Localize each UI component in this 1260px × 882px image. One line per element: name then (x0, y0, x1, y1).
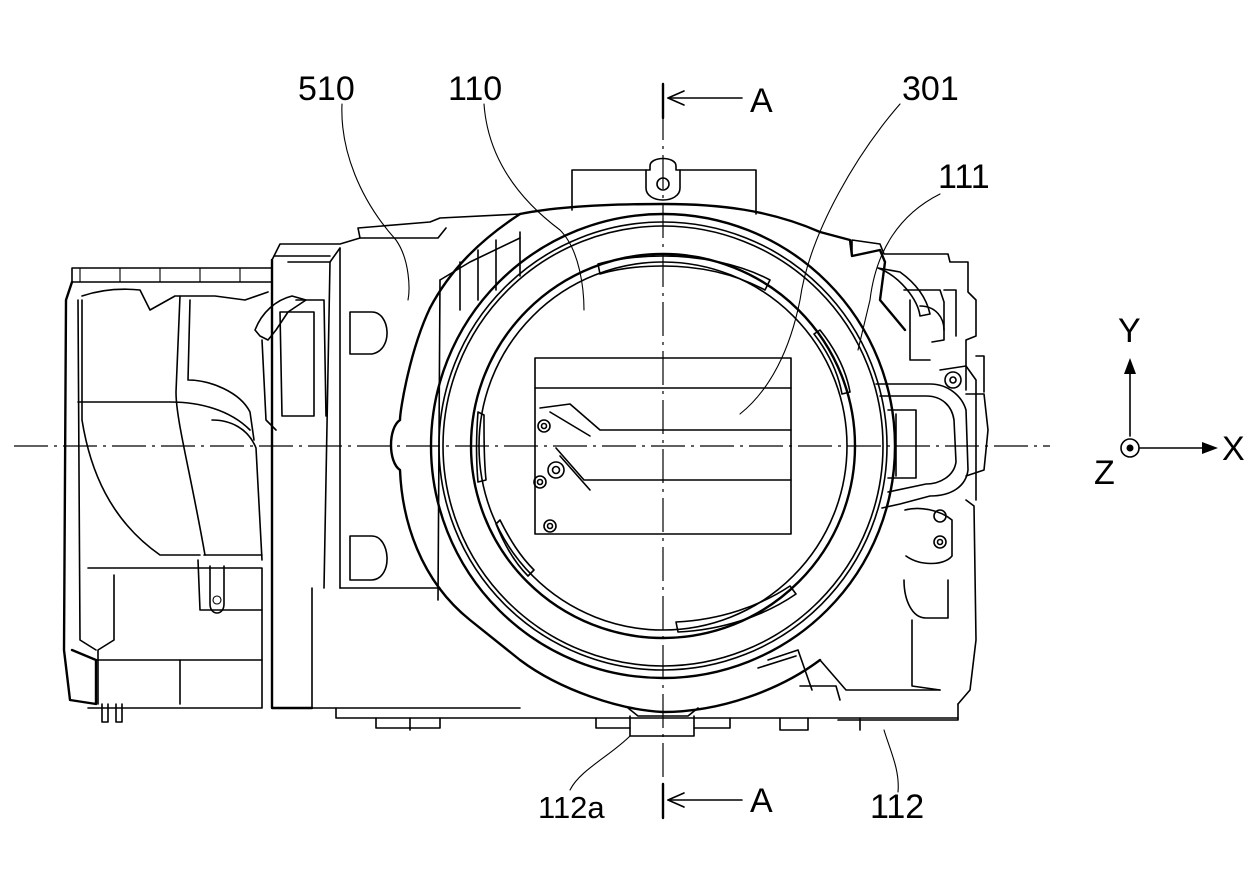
grip-section (62, 267, 327, 723)
label-510: 510 (298, 70, 355, 108)
leader-110 (483, 103, 585, 311)
mount-plate (389, 157, 907, 737)
coordinate-axes: Y X Z (1094, 312, 1245, 492)
section-label-bottom: A (750, 782, 773, 820)
section-mark-bottom (661, 782, 743, 820)
right-body-111 (757, 239, 989, 721)
leader-112 (883, 729, 899, 793)
z-axis-out-of-page-icon (1120, 438, 1140, 458)
leader-lines (341, 103, 941, 793)
section-label-top: A (750, 82, 773, 120)
axis-label-x: X (1222, 430, 1245, 468)
label-111: 111 (938, 158, 990, 196)
lens-mount (429, 212, 897, 680)
label-112a: 112a (538, 790, 605, 825)
label-110: 110 (448, 70, 502, 108)
axis-label-y: Y (1118, 312, 1141, 350)
axis-label-z: Z (1094, 454, 1115, 492)
leader-301 (739, 103, 901, 415)
label-112: 112 (870, 788, 924, 826)
section-mark-top (661, 82, 743, 120)
leader-111 (857, 193, 941, 351)
frame-510 (270, 213, 521, 710)
shutter-unit-301 (533, 357, 792, 535)
bottom-plate-112 (335, 707, 959, 731)
leader-510 (341, 103, 410, 301)
leader-112a (569, 735, 631, 791)
label-301: 301 (902, 70, 959, 108)
